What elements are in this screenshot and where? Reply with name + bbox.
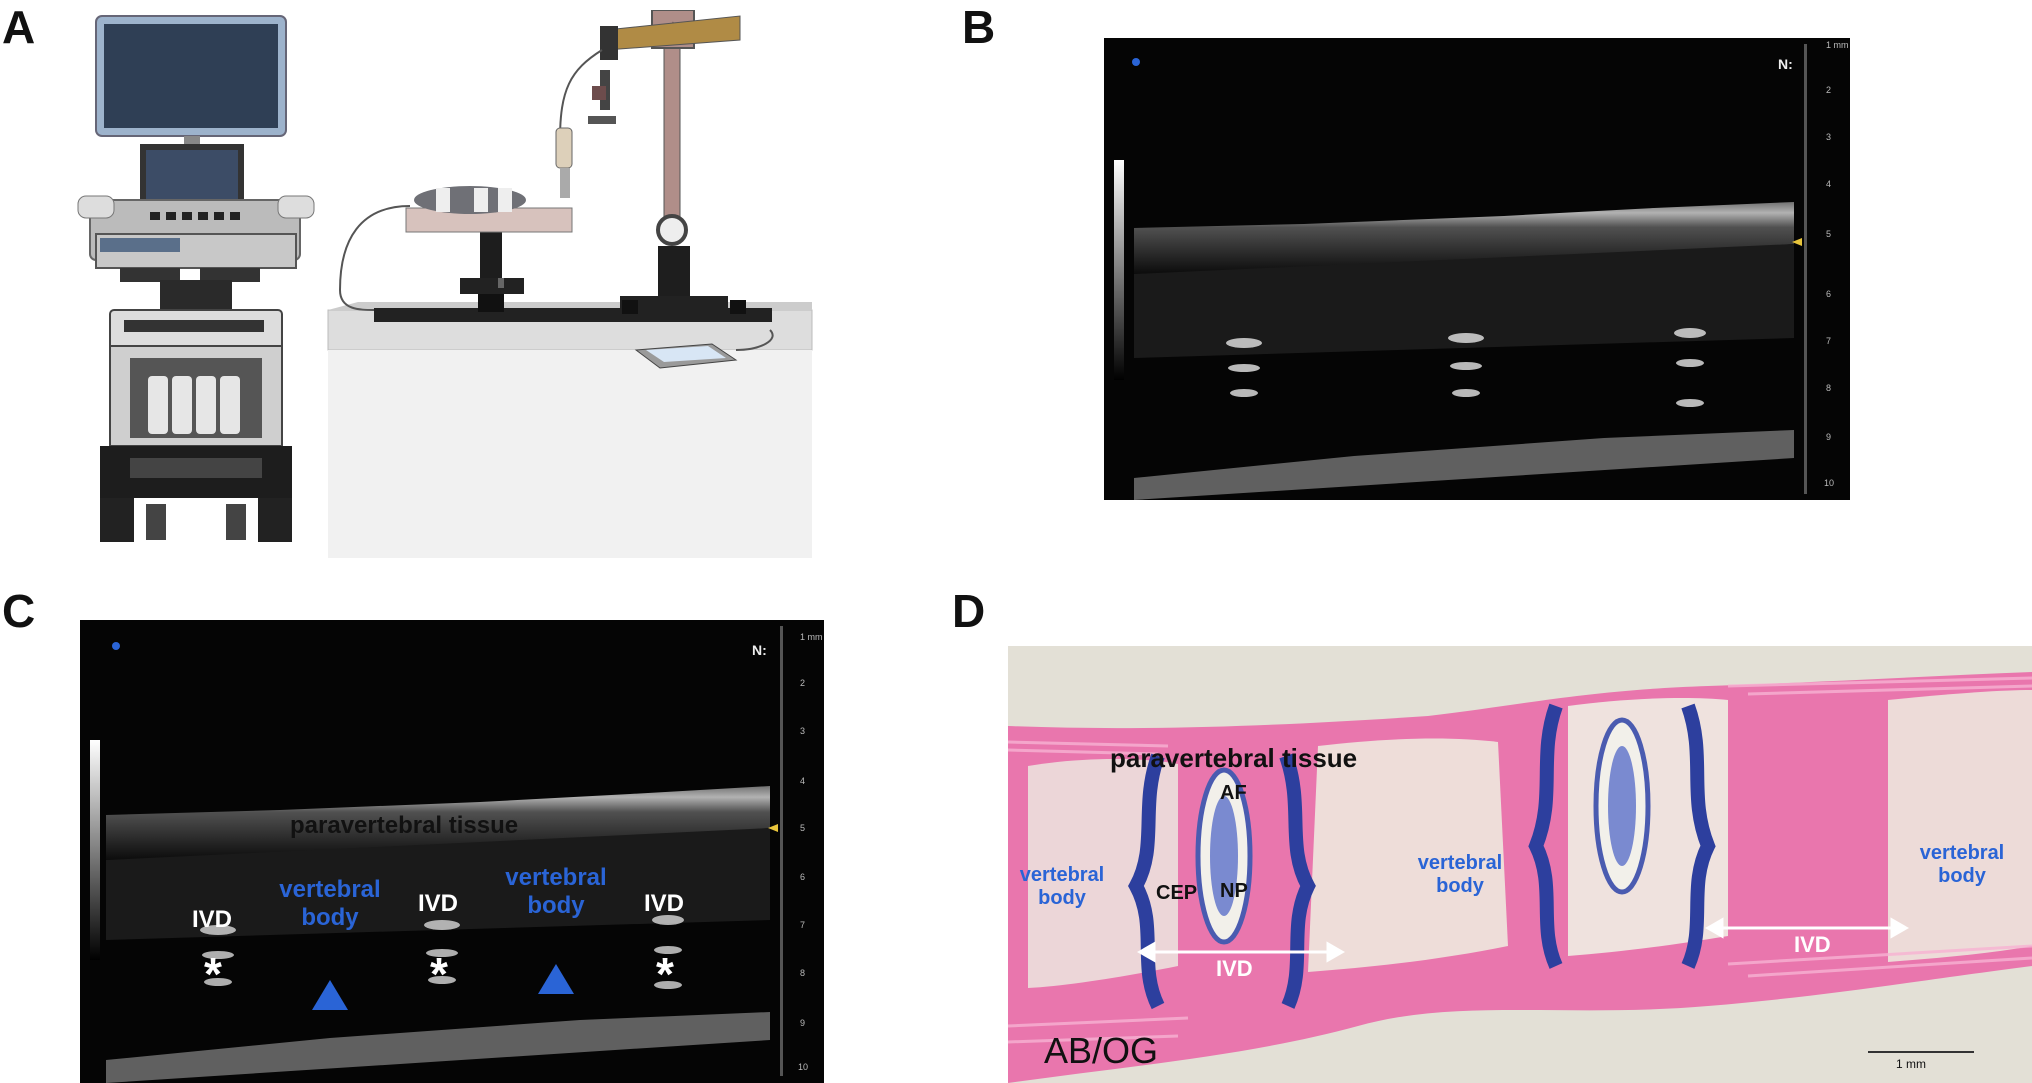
depth-tick: 3 [800, 726, 806, 736]
ivd-label: IVD [418, 890, 459, 917]
panel-label-d: D [952, 585, 986, 637]
bench-table [327, 302, 813, 558]
np-label: NP [1220, 880, 1248, 902]
ultrasound-image-c: 1 mm 2 3 4 5 6 7 8 9 10 N: paravertebral… [80, 620, 824, 1083]
depth-tick: 1 mm [1826, 40, 1849, 50]
depth-tick: 9 [800, 1018, 806, 1028]
logo: N: [752, 642, 767, 658]
ivd-label: IVD [1216, 956, 1253, 981]
vertebral-body-label: vertebral body [505, 864, 607, 919]
logo: N: [1778, 56, 1793, 72]
ultrasound-setup-illustration: ★ [77, 10, 813, 558]
vertebral-body-label: vertebral body [1417, 852, 1503, 897]
depth-tick: 7 [1826, 336, 1832, 346]
histology-image-d: paravertebral tissue AF NP CEP IVD IVD v… [1008, 646, 2032, 1083]
paravertebral-tissue-label: paravertebral tissue [290, 812, 519, 839]
depth-tick: 2 [1826, 85, 1832, 95]
vertebral-body-label: vertebral body [1019, 864, 1105, 909]
ivd-label: IVD [644, 890, 685, 917]
panel-label-a: A [2, 1, 36, 53]
depth-tick: 2 [800, 678, 806, 688]
depth-tick: 4 [1826, 179, 1832, 189]
stain-label: AB/OG [1044, 1030, 1159, 1071]
depth-tick: 10 [798, 1062, 809, 1072]
vertebral-body-marker [312, 980, 348, 1010]
depth-tick: 5 [800, 823, 806, 833]
ultrasound-image-b: 1 mm 2 3 4 5 6 7 8 9 10 N: [1104, 38, 1850, 500]
depth-tick: 7 [800, 920, 806, 930]
depth-tick: 1 mm [800, 632, 823, 642]
depth-tick: 9 [1826, 432, 1832, 442]
vertebral-body-marker [538, 964, 574, 994]
ivd-label: IVD [1794, 932, 1831, 957]
depth-tick: 5 [1826, 229, 1832, 239]
depth-tick: 10 [1824, 478, 1835, 488]
scale-bar-label: 1 mm [1896, 1057, 1926, 1071]
depth-tick: 8 [1826, 383, 1832, 393]
depth-tick: 4 [800, 776, 806, 786]
ivd-asterisk: * [656, 948, 674, 1000]
depth-tick: 8 [800, 968, 806, 978]
ivd-asterisk: * [430, 948, 448, 1000]
cep-label: CEP [1156, 882, 1198, 904]
ivd-asterisk: * [204, 948, 222, 1000]
depth-tick: 6 [800, 872, 806, 882]
panel-label-b: B [962, 1, 996, 53]
panel-label-c: C [2, 585, 36, 637]
af-label: AF [1220, 782, 1247, 804]
depth-tick: 6 [1826, 289, 1832, 299]
depth-tick: 3 [1826, 132, 1832, 142]
ivd-label: IVD [192, 906, 233, 933]
vertebral-body-label: vertebral body [279, 876, 381, 931]
vertebral-body-label: vertebral body [1919, 842, 2005, 887]
paravertebral-tissue-label: paravertebral tissue [1110, 743, 1358, 773]
ivd-width-arrow [1136, 917, 1910, 963]
ultrasound-machine [77, 15, 315, 542]
